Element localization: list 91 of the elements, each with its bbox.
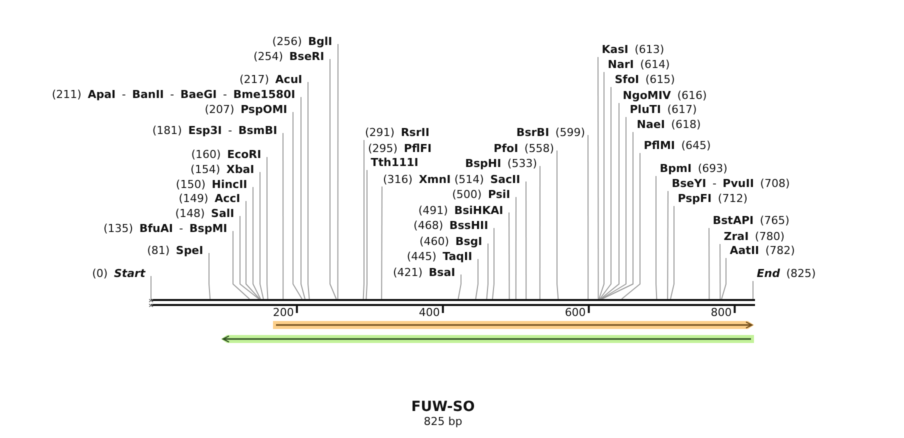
- leader-line: [720, 244, 721, 300]
- leader-line: [246, 200, 260, 300]
- scale-label: 200: [272, 306, 294, 319]
- enzyme-site-label: BspHI (533): [462, 157, 540, 171]
- enzyme-site-label: (181) Esp3I - BsmBI: [152, 124, 283, 138]
- leader-line: [292, 112, 302, 300]
- enzyme-site-label: (211) ApaI - BanII - BaeGI - Bme1580I: [52, 88, 301, 102]
- leader-line: [588, 134, 589, 300]
- leader-line: [598, 56, 599, 300]
- leader-line: [330, 58, 337, 300]
- enzyme-site-label: (148) SalI: [175, 207, 240, 221]
- sequence-end-label: (0) Start: [92, 267, 151, 281]
- leader-line: [708, 228, 710, 300]
- sequence-end-label: End (825): [753, 267, 816, 281]
- enzyme-site-label: (291) RsrII: [364, 126, 432, 140]
- enzyme-site-label: (81) SpeI: [147, 244, 209, 258]
- enzyme-site-label: PfoI (558): [490, 142, 557, 156]
- feature-bar: [273, 320, 754, 330]
- enzyme-site-label: BseYI - PvuII (708): [668, 177, 790, 191]
- enzyme-site-label: KasI (613): [598, 43, 664, 57]
- enzyme-site-label: (217) AcuI: [239, 73, 308, 87]
- enzyme-site-label: (135) BfuAI - BspMI: [103, 222, 233, 236]
- leader-line: [300, 96, 306, 300]
- scale-label: 600: [564, 306, 586, 319]
- leader-line: [362, 140, 364, 300]
- enzyme-site-label: (316) XmnI: [382, 172, 454, 186]
- leader-line: [337, 44, 338, 300]
- feature-bar: [221, 334, 754, 344]
- dna-backbone: [149, 299, 755, 307]
- enzyme-site-label: (150) HincII: [176, 178, 253, 192]
- leader-line: [556, 150, 559, 300]
- enzyme-site-label: (254) BseRI: [253, 50, 330, 64]
- leader-line: [260, 172, 264, 300]
- enzyme-site-label: ZraI (780): [720, 230, 784, 244]
- leader-line: [600, 102, 620, 300]
- enzyme-site-label: BsrBI (599): [514, 126, 588, 140]
- enzyme-site-label: (460) BsgI: [420, 234, 488, 248]
- enzyme-site-label: NgoMIV (616): [619, 89, 707, 103]
- enzyme-site-label: PflMI (645): [640, 139, 711, 153]
- leader-line: [366, 170, 368, 300]
- leader-line: [458, 274, 462, 300]
- leader-line: [601, 132, 634, 300]
- leader-line: [208, 252, 211, 300]
- scale-label: 800: [710, 306, 732, 319]
- enzyme-site-label: (468) BssHII: [414, 219, 494, 233]
- leader-line: [308, 82, 310, 300]
- enzyme-site-label: NaeI (618): [633, 118, 701, 132]
- leader-line: [475, 258, 478, 300]
- enzyme-site-label: NarI (614): [604, 58, 670, 72]
- scale-label: 400: [418, 306, 440, 319]
- leader-line: [598, 72, 604, 300]
- enzyme-site-label: (295) PflFI Tth111I: [367, 142, 446, 170]
- enzyme-site-label: PluTI (617): [626, 103, 697, 117]
- map-title: FUW-SO: [411, 399, 475, 415]
- leader-line: [721, 258, 726, 300]
- leader-line: [492, 228, 494, 300]
- leader-line: [232, 230, 250, 300]
- leader-line: [599, 86, 612, 300]
- enzyme-site-label: BpmI (693): [656, 162, 728, 176]
- leader-line: [667, 190, 668, 300]
- leader-line: [656, 176, 658, 300]
- enzyme-site-label: SfoI (615): [611, 73, 675, 87]
- enzyme-site-label: (500) PsiI: [452, 188, 516, 202]
- leader-line: [282, 132, 284, 300]
- leader-line: [526, 181, 527, 300]
- leader-line: [508, 212, 510, 300]
- enzyme-site-label: (514) SacII: [454, 172, 526, 186]
- enzyme-site-label: (160) EcoRI: [191, 148, 267, 162]
- enzyme-site-label: (149) AccI: [178, 192, 246, 206]
- leader-line: [486, 243, 488, 300]
- leader-line: [621, 152, 640, 300]
- enzyme-site-label: PspFI (712): [674, 192, 748, 206]
- enzyme-site-label: (154) XbaI: [190, 163, 260, 177]
- enzyme-site-label: (256) BglI: [272, 35, 338, 49]
- leader-line: [600, 116, 626, 300]
- leader-line: [539, 166, 540, 300]
- enzyme-site-label: (491) BsiHKAI: [418, 204, 509, 218]
- enzyme-site-label: (421) BsaI: [392, 266, 461, 280]
- enzyme-site-label: BstAPI (765): [709, 214, 790, 228]
- leader-line: [240, 216, 260, 300]
- sequence-length: 825 bp: [424, 415, 462, 428]
- leader-line: [266, 156, 268, 300]
- enzyme-site-label: (445) TaqII: [406, 250, 478, 264]
- leader-line: [252, 186, 261, 300]
- enzyme-site-label: (207) PspOMI: [204, 103, 293, 117]
- leader-line: [670, 206, 674, 300]
- leader-line: [381, 186, 382, 300]
- enzyme-site-label: AatII (782): [726, 244, 795, 258]
- leader-line: [515, 196, 516, 300]
- leader-line: [150, 276, 152, 300]
- leader-line: [752, 280, 754, 300]
